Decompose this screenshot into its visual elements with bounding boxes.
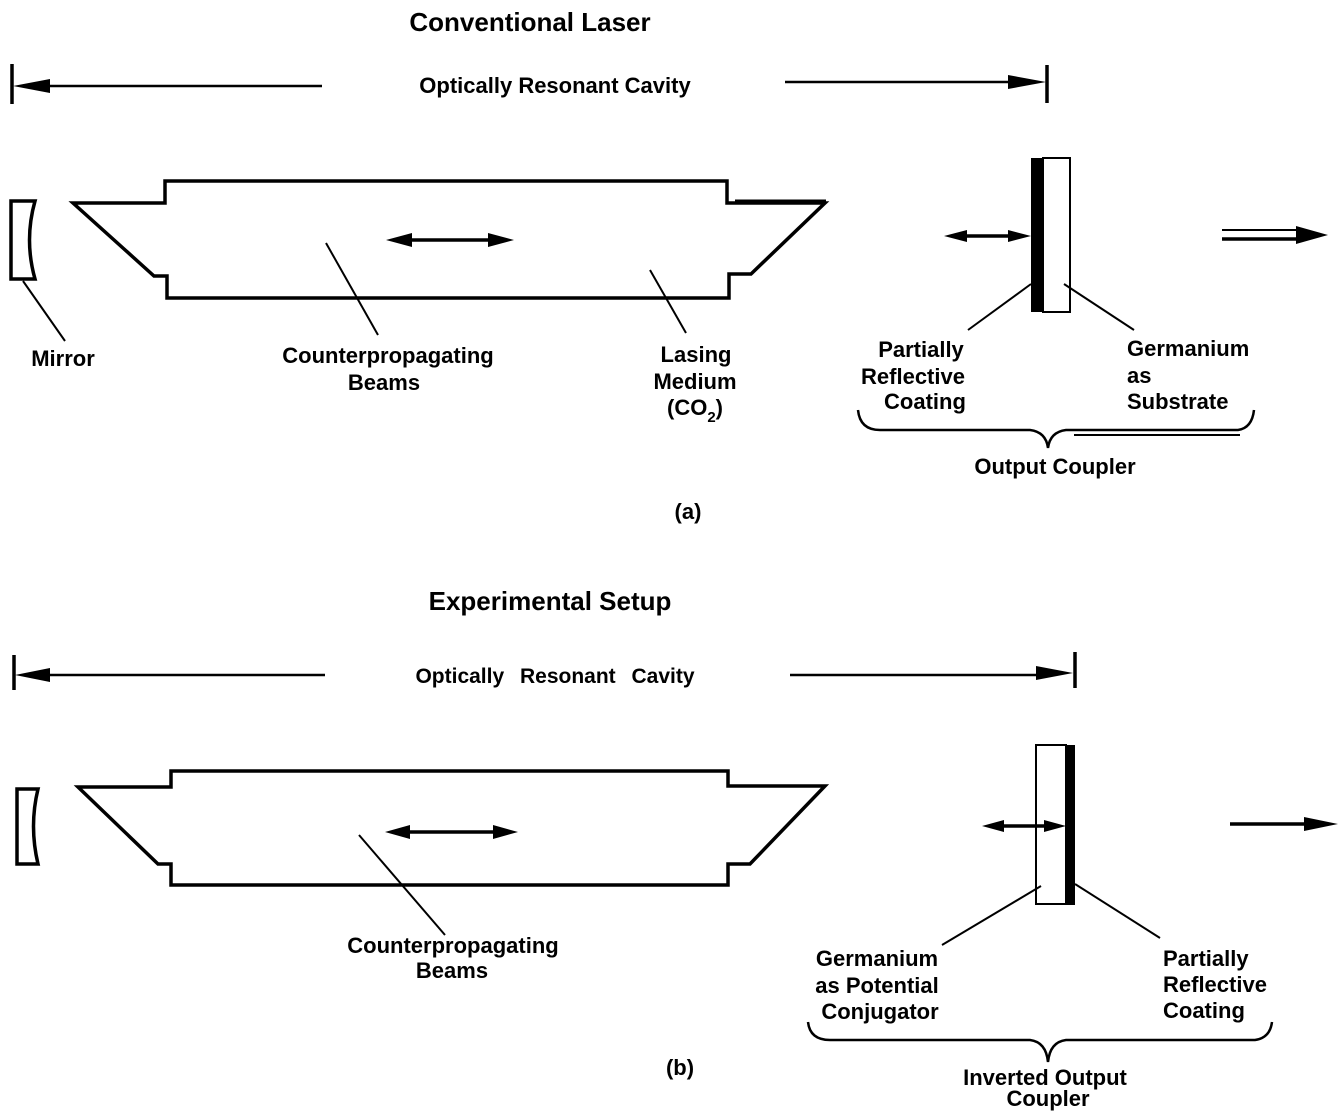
coating-pointer-line <box>1074 883 1161 939</box>
coupler-arrowhead-right <box>1008 230 1031 242</box>
output-arrowhead <box>1304 817 1338 831</box>
panel-b-coating-label-line2: Reflective <box>1163 972 1267 997</box>
medium-label-line1: Lasing <box>661 342 732 367</box>
medium-formula-open: (CO <box>667 395 707 420</box>
coupler-arrowhead-left <box>944 230 967 242</box>
panel-a-coupler-double-arrow <box>944 230 1031 242</box>
panel-b-cavity-label: Optically Resonant Cavity <box>415 665 694 688</box>
panel-b-coupler-double-arrow <box>982 820 1066 832</box>
panel-b-coupler-label-line1: Inverted Output <box>963 1065 1127 1090</box>
medium-label-line2: Medium <box>653 369 736 394</box>
mirror-pointer-line <box>22 280 66 342</box>
panel-b-title: Experimental Setup <box>429 586 672 616</box>
panel-a: Conventional Laser Optically Resonant Ca… <box>9 7 1328 524</box>
panel-a-beams-label-line2: Beams <box>348 370 420 395</box>
mirror-label: Mirror <box>31 346 95 371</box>
panel-a-output-coupler <box>1031 157 1071 313</box>
panel-b-coating-label-line1: Partially <box>1163 946 1249 971</box>
medium-formula-close: ) <box>716 395 723 420</box>
conjugator-label-line1: Germanium <box>816 946 938 971</box>
substrate-pointer-line <box>1063 283 1135 331</box>
coupler-arrowhead-right <box>1044 820 1066 832</box>
beam-arrowhead-right <box>493 825 518 839</box>
conjugator-label-line2: as Potential <box>815 973 938 998</box>
reflective-coating-layer <box>1066 745 1075 905</box>
conjugator-pointer-line <box>941 885 1042 946</box>
panel-a-title: Conventional Laser <box>409 7 650 37</box>
cavity-left-arrowhead <box>13 79 50 93</box>
panel-a-coupler-brace <box>856 409 1256 449</box>
panel-b-beams-label-line2: Beams <box>416 958 488 983</box>
germanium-substrate <box>1042 157 1071 313</box>
coating-pointer-line <box>967 283 1032 331</box>
cavity-right-arrowhead <box>1036 666 1073 680</box>
beam-arrowhead-right <box>488 233 514 247</box>
panel-a-coating-label-line3: Coating <box>884 389 966 414</box>
panel-b-coupler-label-line2: Coupler <box>1006 1086 1090 1111</box>
panel-b-caption: (b) <box>666 1055 694 1080</box>
panel-b-laser-tube <box>73 769 830 887</box>
panel-b-cavity-span: Optically Resonant Cavity <box>12 652 1077 690</box>
panel-b-beams-label-line1: Counterpropagating <box>347 933 558 958</box>
substrate-label-line2: as <box>1127 363 1151 388</box>
panel-b-coupler-brace <box>806 1021 1274 1063</box>
beam-arrowhead-left <box>385 825 410 839</box>
medium-pointer-line <box>649 269 687 334</box>
panel-a-cavity-span: Optically Resonant Cavity <box>10 64 1049 104</box>
panel-b-mirror <box>15 787 41 866</box>
panel-a-cavity-label: Optically Resonant Cavity <box>419 73 691 98</box>
medium-formula: (CO2) <box>667 395 723 426</box>
substrate-label-line1: Germanium <box>1127 336 1249 361</box>
cavity-left-arrowhead <box>15 668 50 682</box>
reflective-coating-layer <box>1031 158 1043 312</box>
beam-arrowhead-left <box>386 233 412 247</box>
panel-a-coupler-label: Output Coupler <box>974 454 1136 479</box>
panel-b-output-beam-arrow <box>1230 817 1338 831</box>
panel-a-laser-tube <box>68 179 830 300</box>
panel-a-beams-label-line1: Counterpropagating <box>282 343 493 368</box>
output-arrowhead <box>1296 226 1328 244</box>
panel-a-coating-label-line1: Partially <box>878 337 964 362</box>
panel-a-output-beam-arrow <box>1222 226 1328 244</box>
panel-b-beam-double-arrow <box>385 825 518 839</box>
medium-formula-subscript: 2 <box>707 409 715 426</box>
cavity-right-arrowhead <box>1008 75 1046 89</box>
panel-b: Experimental Setup Optically Resonant Ca… <box>12 586 1338 1111</box>
panel-a-coating-label-line2: Reflective <box>861 364 965 389</box>
panel-a-caption: (a) <box>675 499 702 524</box>
beams-pointer-line <box>325 242 379 336</box>
panel-a-beam-double-arrow <box>386 233 514 247</box>
conjugator-label-line3: Conjugator <box>821 999 939 1024</box>
beams-pointer-line <box>358 834 446 936</box>
coupler-arrowhead-left <box>982 820 1004 832</box>
panel-b-coating-label-line3: Coating <box>1163 998 1245 1023</box>
substrate-label-line3: Substrate <box>1127 389 1228 414</box>
panel-a-mirror <box>9 199 38 281</box>
